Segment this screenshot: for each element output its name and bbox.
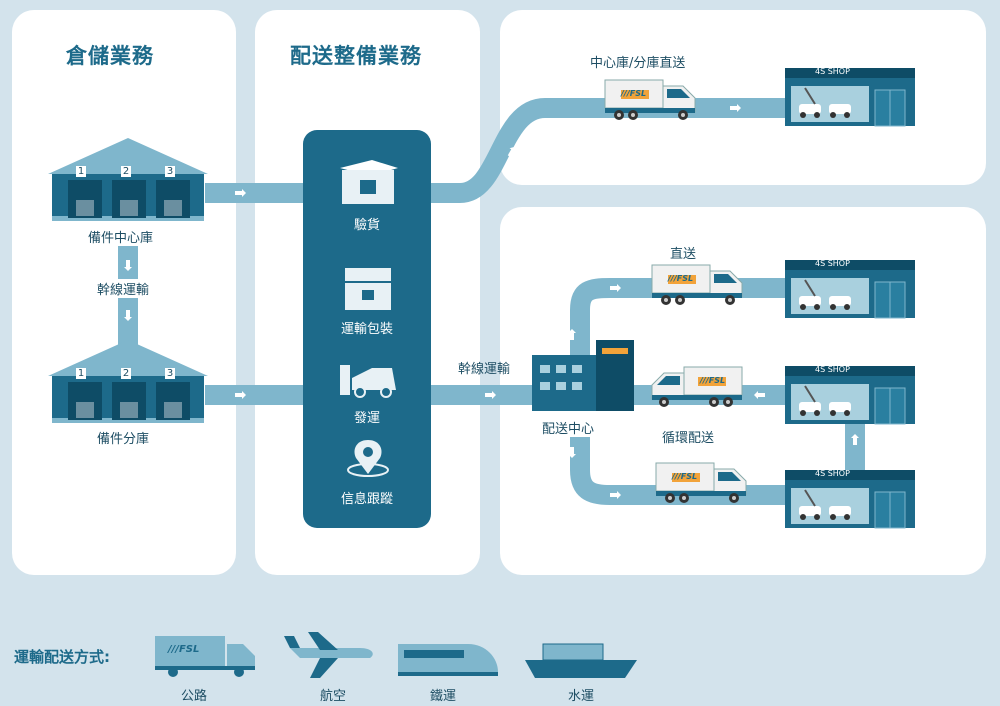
- shop-bottom: [784, 469, 916, 529]
- path-trunk-vertical: [118, 240, 138, 360]
- shop-sign: 4S SHOP: [815, 67, 850, 76]
- shop-sign: 4S SHOP: [815, 365, 850, 374]
- bay-number: 1: [76, 368, 86, 379]
- shop-direct: [784, 259, 916, 319]
- branch-warehouse-icon: [48, 340, 208, 423]
- road-truck-icon: [155, 636, 255, 677]
- inspect-label: 驗貨: [353, 218, 380, 233]
- inspect-box-icon: [340, 160, 398, 204]
- tracking-label: 信息跟蹤: [340, 492, 393, 507]
- truck-logo: ///FSL: [168, 644, 200, 655]
- truck-logo: ///FSL: [668, 274, 694, 283]
- shipping-label: 發運: [353, 411, 380, 426]
- service-hub-box: [303, 130, 431, 528]
- airplane-icon: [284, 632, 373, 678]
- distribution-center-label: 配送中心: [542, 418, 595, 437]
- truck-logo: ///FSL: [621, 89, 647, 98]
- package-box-icon: [345, 268, 391, 310]
- path-center-to-hub: [205, 183, 310, 203]
- path-direct-route: [430, 98, 790, 203]
- truck-direct: [651, 264, 743, 306]
- ship-icon: [525, 643, 637, 678]
- rail-label: 鐵運: [430, 689, 457, 704]
- bay-number: 3: [165, 166, 175, 177]
- bay-number: 3: [165, 368, 175, 379]
- distribution-title: 配送整備業務: [290, 44, 422, 68]
- central-warehouse-icon: [48, 138, 208, 221]
- air-label: 航空: [320, 689, 347, 704]
- truck-logo: ///FSL: [700, 376, 726, 385]
- direct-from-center-label: 中心庫/分庫直送: [590, 56, 686, 71]
- shop-top: [784, 67, 916, 127]
- path-dc-bottom: [570, 420, 790, 505]
- train-icon: [398, 644, 498, 676]
- path-branch-to-hub: [205, 385, 310, 405]
- path-dc-direct: [570, 278, 790, 360]
- branch-warehouse-label: 備件分庫: [97, 432, 150, 447]
- trunk-transport-label: 幹線運輸: [97, 279, 150, 298]
- central-warehouse-label: 備件中心庫: [88, 227, 154, 246]
- warehouse-title: 倉儲業務: [66, 44, 154, 68]
- bay-number: 2: [121, 166, 131, 177]
- shop-circular: [784, 365, 916, 425]
- bay-number: 1: [76, 166, 86, 177]
- packaging-label: 運輸包裝: [340, 322, 393, 337]
- trunk-route-label: 幹線運輸: [458, 362, 511, 377]
- circular-route-label: 循環配送: [662, 431, 715, 446]
- shop-sign: 4S SHOP: [815, 259, 850, 268]
- direct-route-label: 直送: [670, 247, 697, 262]
- location-pin-icon: [347, 440, 389, 477]
- forklift-icon: [340, 365, 396, 398]
- truck-logo: ///FSL: [672, 472, 698, 481]
- bay-number: 2: [121, 368, 131, 379]
- transport-modes-title: 運輸配送方式:: [14, 648, 110, 666]
- road-label: 公路: [181, 689, 208, 704]
- shop-sign: 4S SHOP: [815, 469, 850, 478]
- water-label: 水運: [568, 689, 595, 704]
- distribution-center-building: [532, 340, 634, 411]
- path-shop-vertical: [845, 420, 865, 470]
